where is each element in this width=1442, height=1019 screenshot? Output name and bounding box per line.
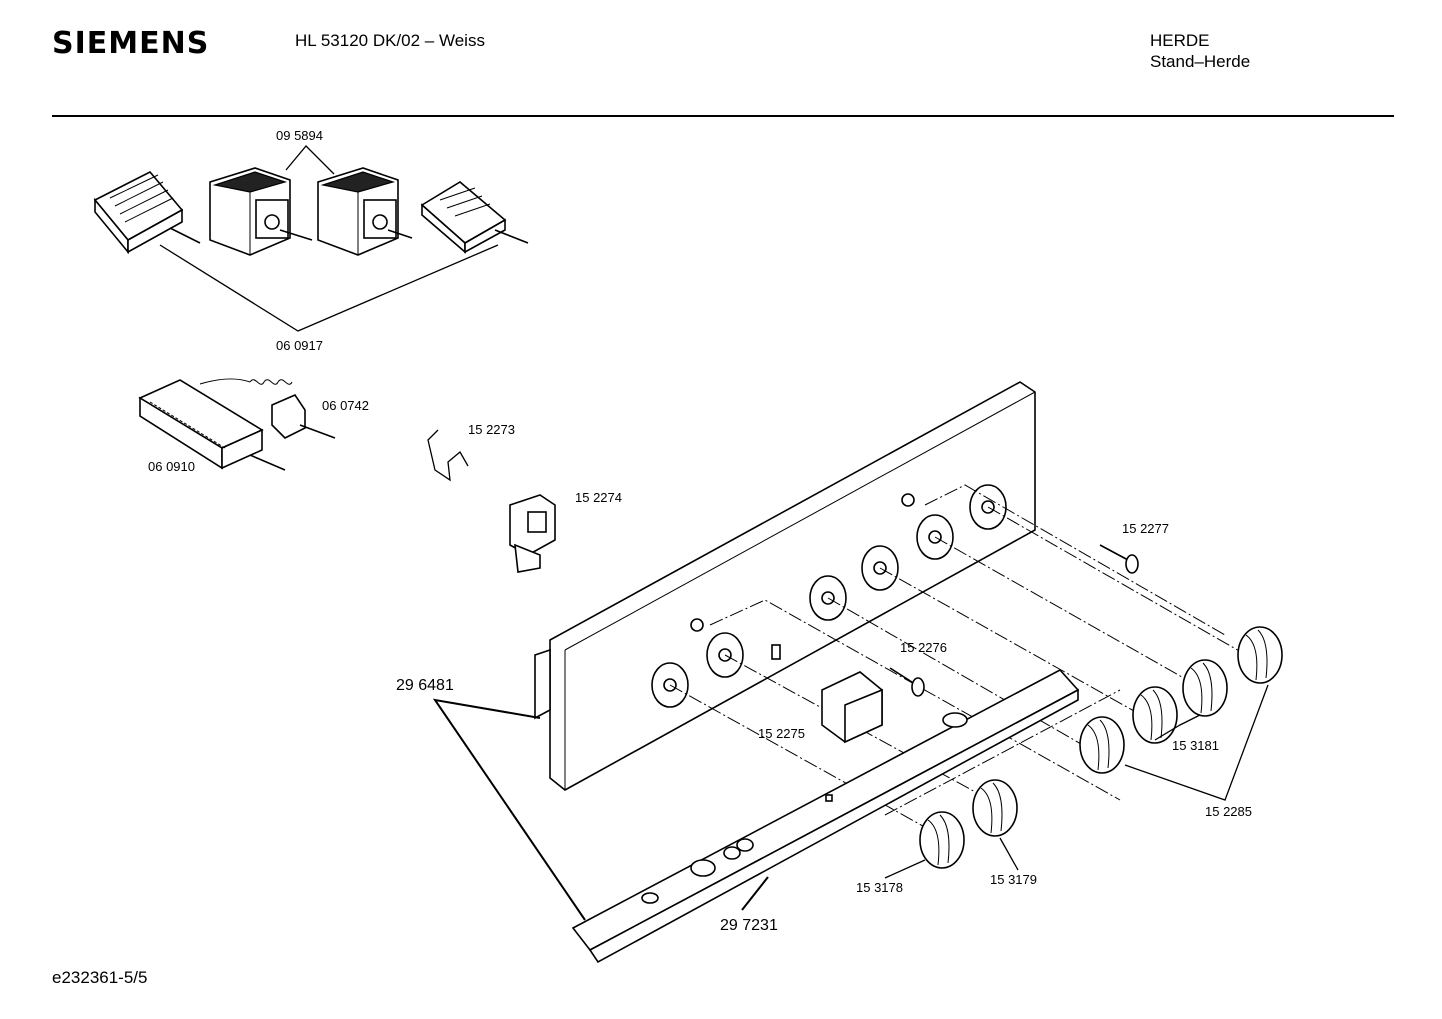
thermostat-capillary	[199, 378, 293, 385]
control-knob	[1132, 686, 1178, 744]
label-153179: 15 3179	[990, 872, 1037, 887]
label-060917: 06 0917	[276, 338, 323, 353]
thermostat-block	[138, 379, 286, 471]
switch-left-block	[93, 170, 201, 255]
signal-lamp-right	[1099, 544, 1139, 574]
trim-strip	[571, 669, 1080, 964]
thermostat-switch	[271, 393, 336, 439]
regulator-switch-1	[209, 167, 313, 256]
label-152277: 15 2277	[1122, 521, 1169, 536]
label-095894: 09 5894	[276, 128, 323, 143]
panel-lamp-hole	[901, 493, 915, 507]
indicator-lamp-holder	[509, 494, 556, 573]
control-panel	[534, 381, 1036, 791]
control-knob	[1079, 716, 1125, 774]
drawing-id: e232361-5/5	[52, 968, 148, 987]
label-153181: 15 3181	[1172, 738, 1219, 753]
panel-lamp-hole	[690, 618, 704, 632]
label-152275: 15 2275	[758, 726, 805, 741]
control-knob	[919, 811, 965, 869]
signal-lamp-center	[889, 667, 925, 697]
control-knob	[1182, 659, 1228, 717]
switch-right-block	[420, 181, 529, 254]
label-296481: 29 6481	[396, 677, 454, 694]
brand-logo: SIEMENS	[52, 26, 210, 61]
control-knob	[1237, 626, 1283, 684]
label-152274: 15 2274	[575, 490, 622, 505]
label-152285: 15 2285	[1205, 804, 1252, 819]
regulator-switch-2	[317, 167, 413, 256]
model-number: HL 53120 DK/02 – Weiss	[295, 31, 485, 50]
spring-clip	[427, 429, 469, 482]
label-153178: 15 3178	[856, 880, 903, 895]
header-divider	[52, 115, 1394, 117]
label-060742: 06 0742	[322, 398, 369, 413]
label-060910: 06 0910	[148, 459, 195, 474]
category-subtitle: Stand–Herde	[1150, 52, 1251, 71]
panel-window	[771, 644, 781, 660]
control-knob	[972, 779, 1018, 837]
label-152273: 15 2273	[468, 422, 515, 437]
label-152276: 15 2276	[900, 640, 947, 655]
push-button	[821, 671, 883, 744]
label-297231: 29 7231	[720, 917, 778, 934]
category-title: HERDE	[1150, 31, 1210, 50]
